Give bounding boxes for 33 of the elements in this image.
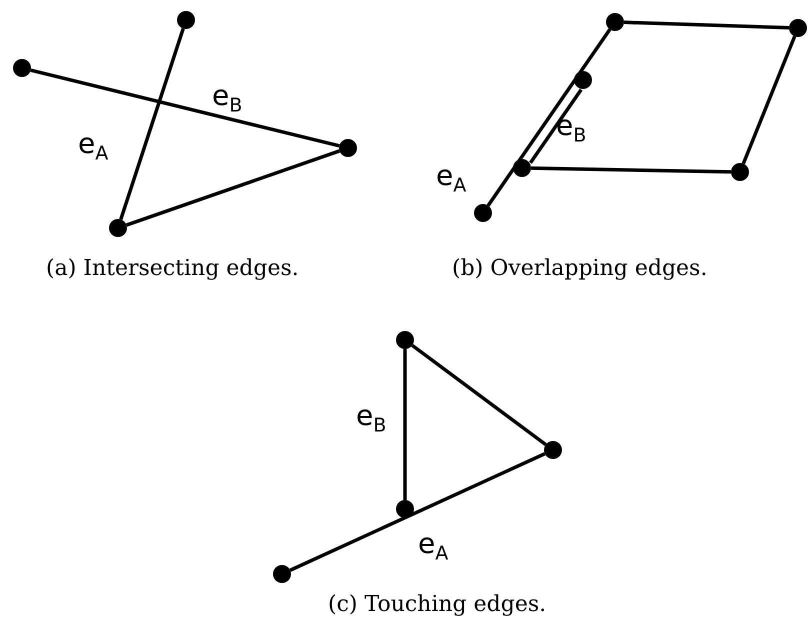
vertex-dot xyxy=(396,331,414,349)
edge-line xyxy=(289,452,546,572)
edge-line xyxy=(742,36,796,164)
vertex-dot xyxy=(606,13,624,31)
edge-line xyxy=(403,349,407,500)
edge-line xyxy=(528,88,583,164)
vertex-dot xyxy=(396,500,414,518)
edge-line xyxy=(119,28,185,220)
vertex-dot xyxy=(544,441,562,459)
edge-line xyxy=(126,149,340,227)
vertex-dot xyxy=(13,59,31,77)
edge-label: e$_{A}$ xyxy=(78,130,108,164)
edge-line xyxy=(530,166,732,174)
figure-caption: (b) Overlapping edges. xyxy=(452,256,708,281)
figure-caption: (c) Touching edges. xyxy=(328,592,546,617)
edge-line xyxy=(624,20,790,30)
vertex-dot xyxy=(574,71,592,89)
vertex-dot xyxy=(273,565,291,583)
vertex-dot xyxy=(731,163,749,181)
vertex-dot xyxy=(513,159,531,177)
edge-label: e$_{A}$ xyxy=(418,530,448,564)
edge-label: e$_{B}$ xyxy=(356,402,386,436)
vertex-dot xyxy=(109,219,127,237)
vertex-dot xyxy=(177,11,195,29)
vertex-dot xyxy=(789,19,807,37)
vertex-dot xyxy=(474,204,492,222)
edge-line xyxy=(30,68,340,148)
edge-line xyxy=(486,28,612,207)
figure-caption: (a) Intersecting edges. xyxy=(46,256,299,281)
vertex-dot xyxy=(339,139,357,157)
edge-label: e$_{B}$ xyxy=(212,82,242,116)
edge-line xyxy=(411,344,547,446)
edge-label: e$_{A}$ xyxy=(436,162,466,196)
